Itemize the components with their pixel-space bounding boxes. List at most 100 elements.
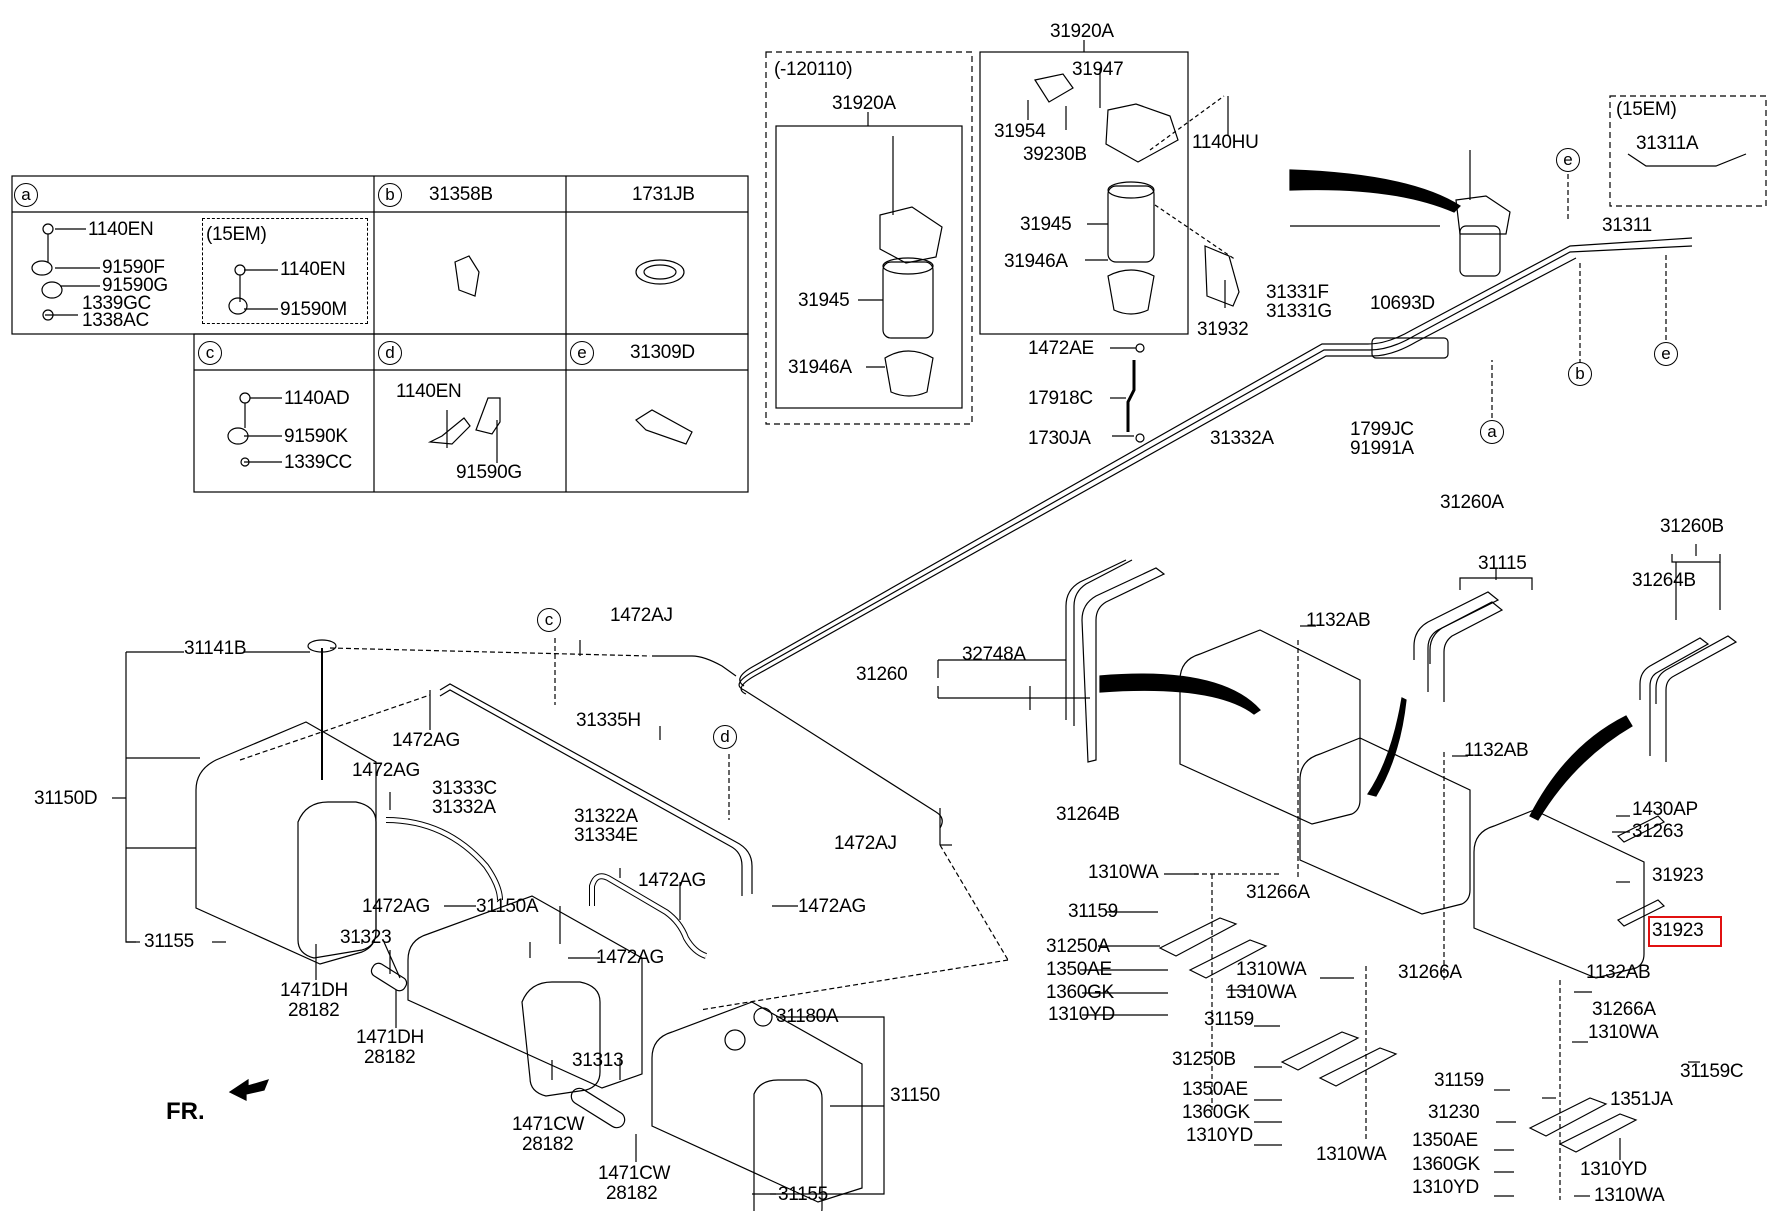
filter-assembly-box-new [979, 51, 1189, 335]
callout-leaders [239, 174, 1667, 1011]
filter-assembly-box-old [775, 125, 963, 409]
label-31159-2: 31159 [1204, 1009, 1254, 1030]
label-1350AE-2: 1350AE [1182, 1079, 1248, 1100]
callout-a-line: a [1480, 420, 1504, 444]
label-1731JB: 1731JB [632, 184, 695, 205]
label-31954: 31954 [994, 121, 1046, 142]
label-31331F: 31331F [1266, 282, 1329, 303]
callout-d: d [378, 341, 402, 365]
label-91590M: 91590M [280, 299, 347, 320]
front-direction-label: FR. [166, 1098, 205, 1125]
label-1472AG-5: 1472AG [596, 947, 664, 968]
label-39230B: 39230B [1023, 144, 1087, 165]
label-15em-pipe: (15EM) [1616, 99, 1677, 120]
left-tank [112, 639, 377, 965]
label-1310WA-6: 1310WA [1594, 1185, 1665, 1206]
label-28182-4: 28182 [606, 1183, 658, 1204]
callout-b: b [378, 183, 402, 207]
label-1140AD: 1140AD [284, 388, 350, 409]
label-28182-3: 28182 [522, 1134, 574, 1155]
highlight-box-31923[interactable] [1648, 916, 1722, 947]
label-1472AG-3: 1472AG [362, 896, 430, 917]
label-91590G-d: 91590G [456, 462, 522, 483]
label-1310WA-1: 1310WA [1088, 862, 1159, 883]
label-31266A-3: 31266A [1592, 999, 1656, 1020]
label-28182-1: 28182 [288, 1000, 340, 1021]
label-1339CC: 1339CC [284, 452, 352, 473]
label-31332A-top: 31332A [1210, 428, 1274, 449]
label-15em: (15EM) [206, 224, 267, 245]
label-1310YD-3: 1310YD [1412, 1177, 1479, 1198]
middle-tank [370, 895, 643, 1129]
label-31150D: 31150D [34, 788, 98, 809]
label-31250A: 31250A [1046, 936, 1110, 957]
right-tanks [1099, 629, 1645, 1200]
label-1310YD-4: 1310YD [1580, 1159, 1647, 1180]
variant-box-15em [1609, 95, 1767, 207]
label-31260: 31260 [856, 664, 908, 685]
label-31923-highlighted[interactable]: 31923 [1652, 920, 1704, 941]
label-91991A: 91991A [1350, 438, 1414, 459]
label-31250B: 31250B [1172, 1049, 1236, 1070]
label-31260A: 31260A [1440, 492, 1504, 513]
label-1360GK-2: 1360GK [1182, 1102, 1250, 1123]
label-1351JA: 1351JA [1610, 1089, 1673, 1110]
callout-d-line: d [713, 725, 737, 749]
callout-e-top: e [1556, 148, 1580, 172]
label-31945-old: 31945 [798, 290, 850, 311]
label-1132AB-3: 1132AB [1586, 962, 1651, 983]
label-31333C: 31333C [432, 778, 497, 799]
legend-leaders [45, 228, 498, 463]
callout-a: a [14, 183, 38, 207]
label-1360GK-3: 1360GK [1412, 1154, 1480, 1175]
label-1430AP: 1430AP [1632, 799, 1698, 820]
label-1472AJ-2: 1472AJ [834, 833, 897, 854]
label-1472AG-6: 1472AG [798, 896, 866, 917]
pipe-31311a [1627, 153, 1747, 167]
label-31150A: 31150A [476, 896, 539, 917]
label-31322A: 31322A [574, 806, 638, 827]
label-1350AE-3: 1350AE [1412, 1130, 1478, 1151]
fuel-lines [439, 225, 1693, 896]
hardware-leaders [1080, 625, 1700, 1197]
label-28182-2: 28182 [364, 1047, 416, 1068]
label-31150: 31150 [890, 1085, 940, 1106]
label-1472AG-1: 1472AG [392, 730, 460, 751]
label-31323: 31323 [340, 927, 392, 948]
legend-table-grid [11, 175, 749, 493]
label-31155-left: 31155 [144, 931, 194, 952]
label-31266A-2: 31266A [1398, 962, 1462, 983]
legend-part-icons [31, 223, 693, 467]
label-31264B-right: 31264B [1632, 570, 1696, 591]
label-1799JC: 1799JC [1350, 419, 1414, 440]
label-31264B-left: 31264B [1056, 804, 1120, 825]
filter-new-drawing [1027, 68, 1240, 315]
front-tank [651, 1001, 885, 1211]
brackets [1158, 815, 1666, 1153]
label-variant-120110: (-120110) [774, 59, 853, 80]
callout-b-line: b [1568, 362, 1592, 386]
left-group-leaders [315, 640, 1031, 1195]
variant-box-120110 [765, 51, 973, 425]
callout-e: e [570, 341, 594, 365]
label-1472AE: 1472AE [1028, 338, 1094, 359]
label-31159C: 31159C [1680, 1061, 1744, 1082]
label-31311: 31311 [1602, 215, 1652, 236]
label-31334E: 31334E [574, 825, 638, 846]
label-31932: 31932 [1197, 319, 1249, 340]
label-1140EN-15em: 1140EN [280, 259, 346, 280]
label-32748A: 32748A [962, 644, 1026, 665]
label-1310WA-3: 1310WA [1226, 982, 1297, 1003]
label-31230: 31230 [1428, 1102, 1480, 1123]
label-1472AG-2: 1472AG [352, 760, 420, 781]
label-31920A-new: 31920A [1050, 21, 1114, 42]
label-1471DH-2: 1471DH [356, 1027, 424, 1048]
label-31331G: 31331G [1266, 301, 1332, 322]
label-31155-right: 31155 [778, 1184, 828, 1205]
label-31335H: 31335H [576, 710, 641, 731]
label-1310WA-5: 1310WA [1316, 1144, 1387, 1165]
label-31311A: 31311A [1636, 133, 1699, 154]
label-1471DH-1: 1471DH [280, 980, 348, 1001]
label-31947: 31947 [1072, 59, 1124, 80]
